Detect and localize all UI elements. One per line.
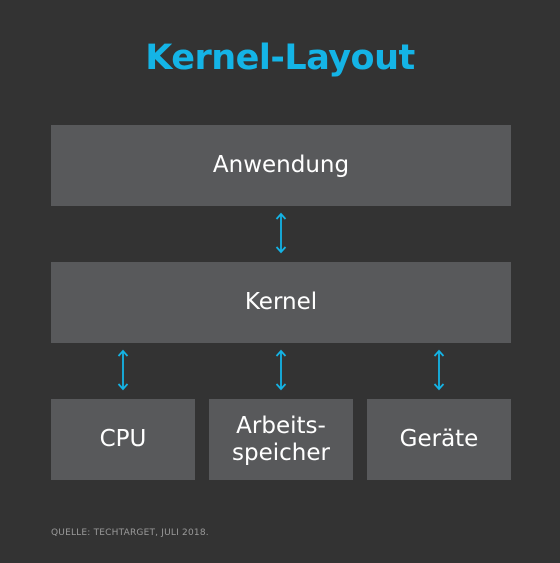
memory-label-line2: speicher [232, 439, 330, 466]
application-box: Anwendung [51, 125, 511, 206]
diagram-title: Kernel-Layout [145, 38, 415, 78]
kernel-label: Kernel [244, 289, 318, 315]
double-arrow-vertical-icon [117, 349, 129, 391]
cpu-box: CPU [51, 399, 195, 480]
devices-box: Geräte [367, 399, 511, 480]
devices-label: Geräte [399, 426, 479, 452]
double-arrow-vertical-icon [275, 212, 287, 254]
cpu-label: CPU [99, 426, 147, 452]
memory-box: Arbeits- speicher [209, 399, 353, 480]
memory-label-line1: Arbeits- [236, 412, 326, 439]
double-arrow-vertical-icon [275, 349, 287, 391]
source-note: QUELLE: TECHTARGET, JULI 2018. [51, 528, 209, 538]
kernel-box: Kernel [51, 262, 511, 343]
double-arrow-vertical-icon [433, 349, 445, 391]
application-label: Anwendung [212, 152, 350, 178]
